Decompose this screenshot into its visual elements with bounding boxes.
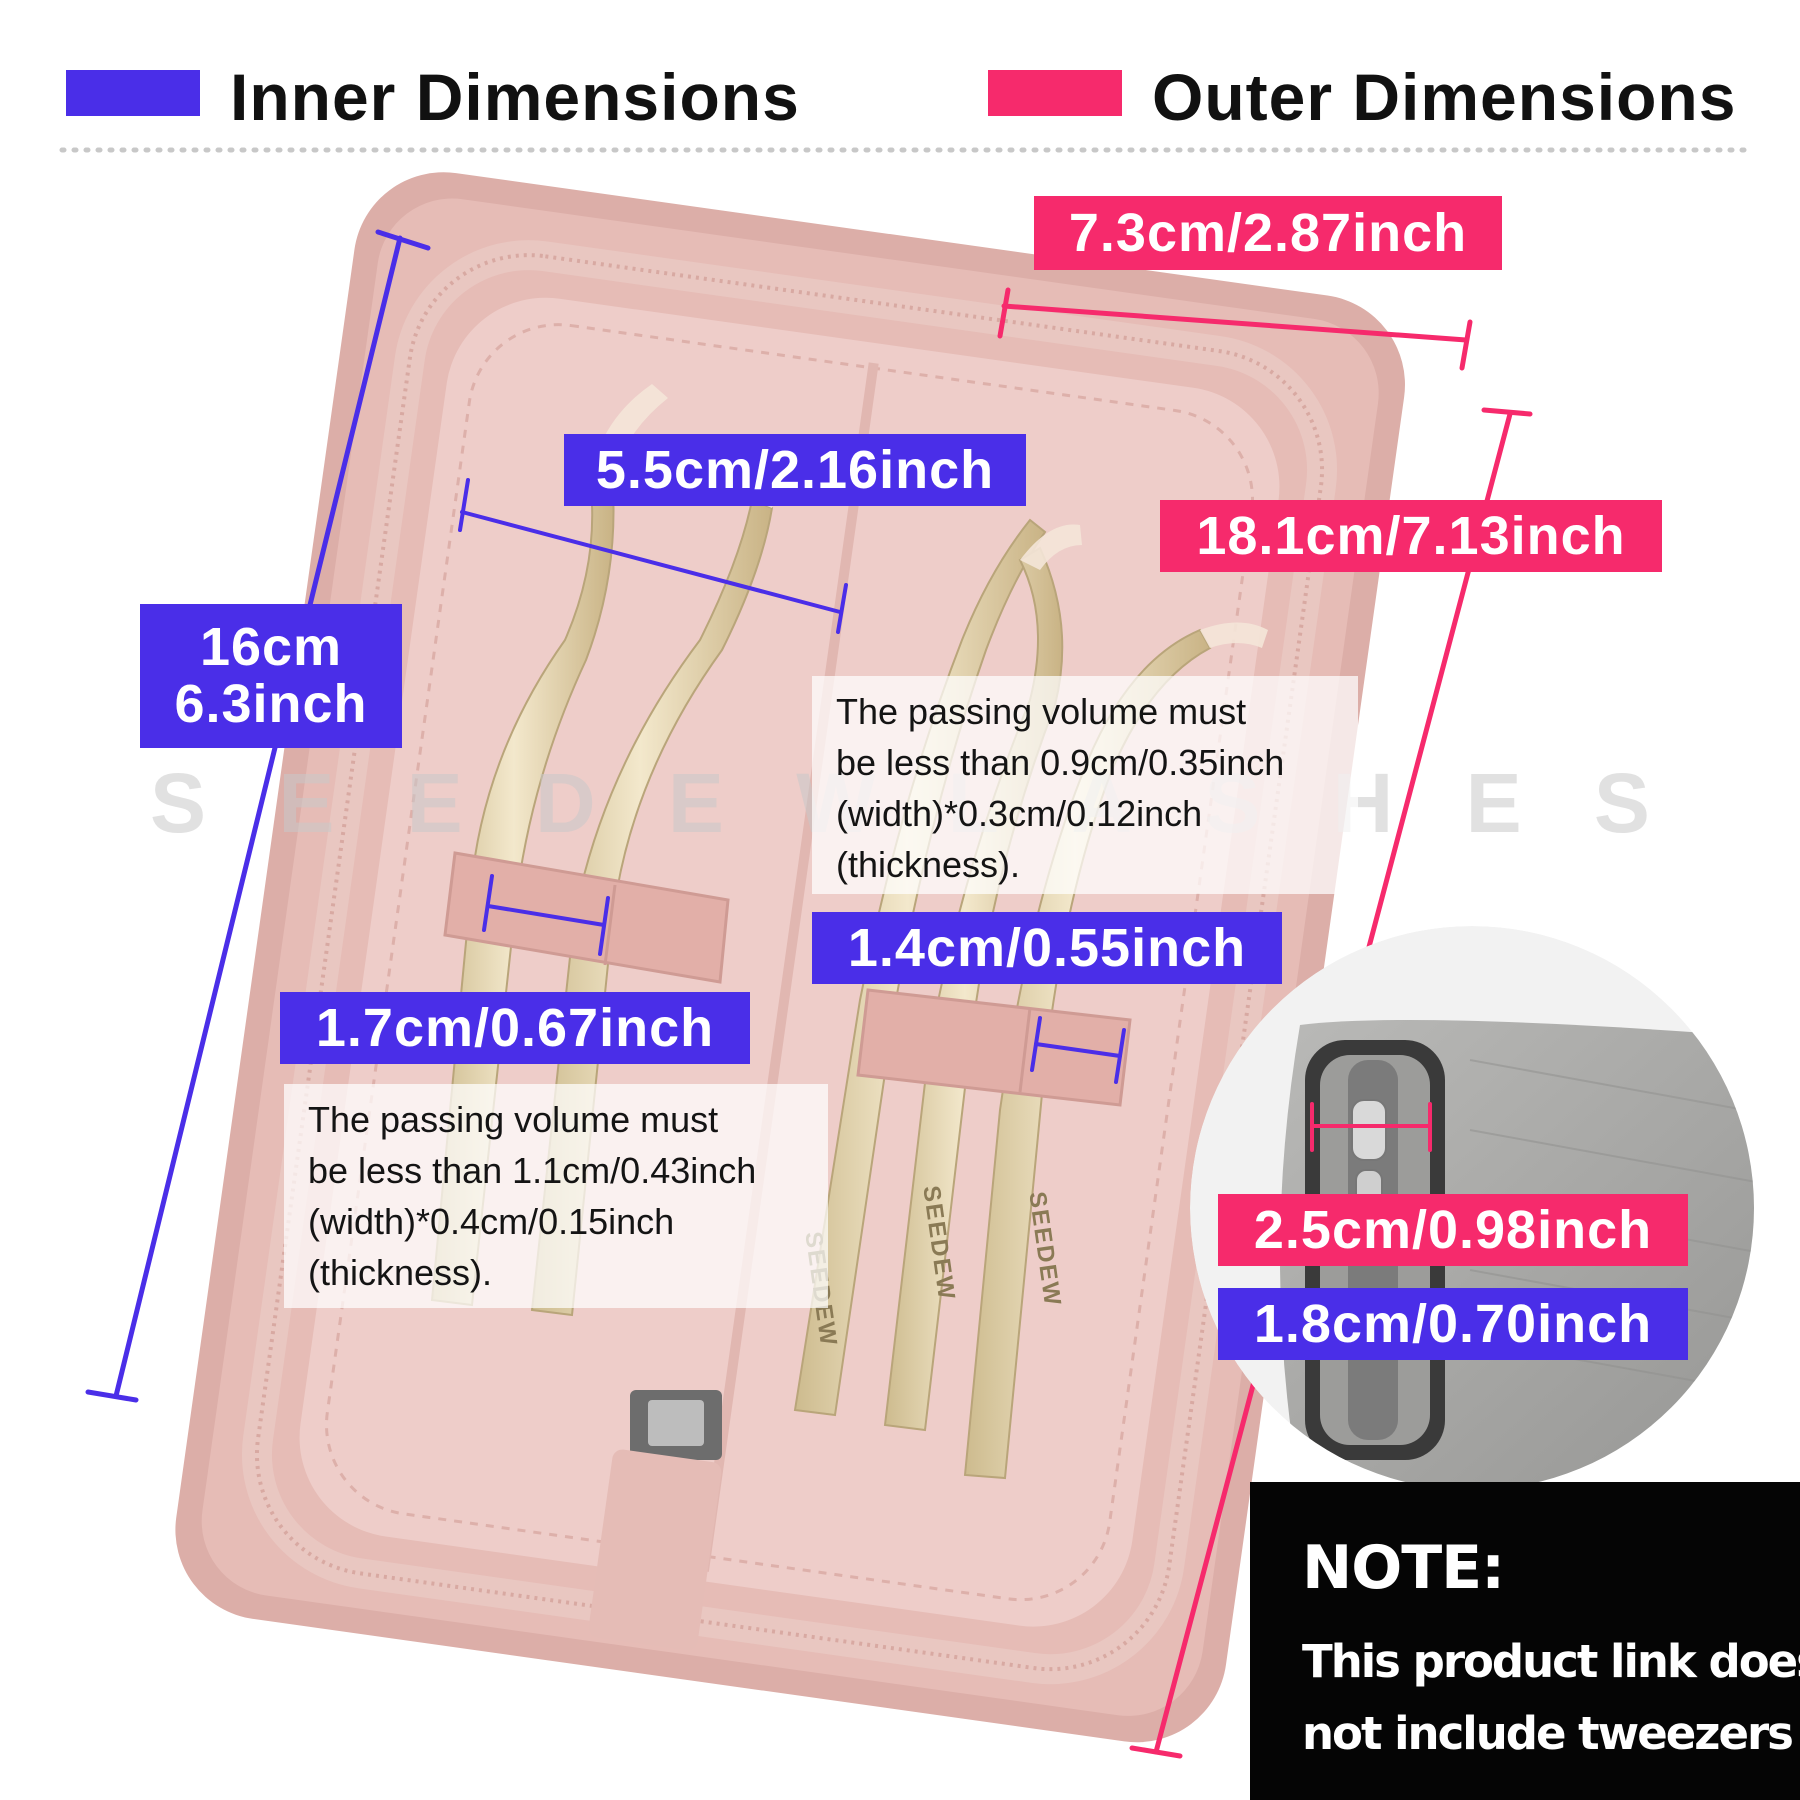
watermark-letter: S <box>1593 756 1650 850</box>
note-line: (width)*0.4cm/0.15inch <box>308 1201 675 1242</box>
inner-width-line <box>458 478 848 634</box>
inner-length-inch: 6.3inch <box>174 674 368 734</box>
outer-length-label: 18.1cm/7.13inch <box>1160 500 1662 572</box>
note-line: be less than 0.9cm/0.35inch <box>836 742 1285 783</box>
watermark-letter: E <box>278 756 335 850</box>
note-line-1: This product link does <box>1302 1635 1800 1688</box>
note-line: (width)*0.3cm/0.12inch <box>836 793 1203 834</box>
outer-thickness-label: 2.5cm/0.98inch <box>1218 1194 1688 1266</box>
note-line: The passing volume must <box>308 1099 719 1140</box>
inner-thickness-label: 1.8cm/0.70inch <box>1218 1288 1688 1360</box>
left-strap-width-label: 1.7cm/0.67inch <box>280 992 750 1064</box>
inner-width-label: 5.5cm/2.16inch <box>564 434 1026 506</box>
watermark-letter: E <box>406 756 463 850</box>
watermark-letter: E <box>1465 756 1522 850</box>
inner-length-label: 16cm 6.3inch <box>140 604 402 748</box>
left-strap-width-line <box>482 874 610 956</box>
note-line: The passing volume must <box>836 691 1247 732</box>
passing-volume-note-right: The passing volume must be less than 0.9… <box>812 676 1358 894</box>
passing-volume-note-left: The passing volume must be less than 1.1… <box>284 1084 828 1308</box>
watermark-letter: S <box>150 756 207 850</box>
left-strap <box>443 851 730 984</box>
note-heading: NOTE: <box>1302 1533 1505 1603</box>
inner-legend-label: Inner Dimensions <box>230 60 800 134</box>
outer-legend-label: Outer Dimensions <box>1152 60 1737 134</box>
zipper-pull <box>588 1390 722 1651</box>
note-line-2: not include tweezers <box>1302 1707 1794 1760</box>
watermark-letter: D <box>534 756 596 850</box>
note-panel: NOTE: This product link does not include… <box>1250 1482 1800 1800</box>
outer-width-label: 7.3cm/2.87inch <box>1034 196 1502 270</box>
inner-legend-swatch <box>66 70 200 116</box>
outer-legend-swatch <box>988 70 1122 116</box>
thickness-line <box>1310 1102 1432 1152</box>
note-line: (thickness). <box>308 1252 493 1293</box>
note-line: (thickness). <box>836 844 1021 885</box>
right-strap <box>856 988 1132 1107</box>
outer-width-line <box>997 287 1473 371</box>
note-line: be less than 1.1cm/0.43inch <box>308 1150 757 1191</box>
watermark-letter: E <box>667 756 724 850</box>
inner-length-line <box>85 229 431 1403</box>
right-strap-width-line <box>1030 1016 1126 1084</box>
inner-length-cm: 16cm <box>199 617 343 678</box>
right-strap-width-label: 1.4cm/0.55inch <box>812 912 1282 984</box>
